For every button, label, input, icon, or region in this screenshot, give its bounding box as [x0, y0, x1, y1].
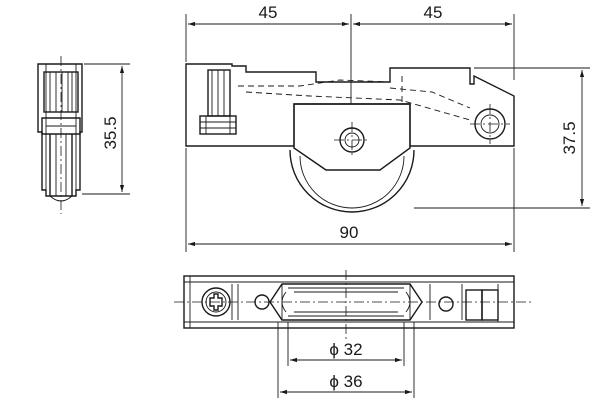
dimension-outer-diameter: ϕ 36	[277, 322, 415, 398]
front-view	[185, 63, 515, 213]
inner-diameter-label: ϕ 32	[329, 340, 362, 359]
dimension-inner-diameter: ϕ 32	[287, 322, 405, 366]
dimension-front-height: 37.5	[414, 67, 590, 209]
left-half-label: 45	[259, 3, 278, 22]
outer-diameter-label: ϕ 36	[329, 372, 362, 391]
total-length-label: 90	[340, 223, 359, 242]
right-half-label: 45	[424, 3, 443, 22]
wheel	[289, 149, 415, 213]
side-view	[37, 56, 83, 214]
dimension-total-length: 90	[185, 148, 515, 252]
top-view	[174, 270, 532, 340]
front-height-label: 37.5	[560, 121, 579, 154]
dimension-top-halves: 45 45	[185, 3, 515, 104]
side-height-label: 35.5	[101, 116, 120, 149]
dimension-side-height: 35.5	[82, 63, 130, 195]
